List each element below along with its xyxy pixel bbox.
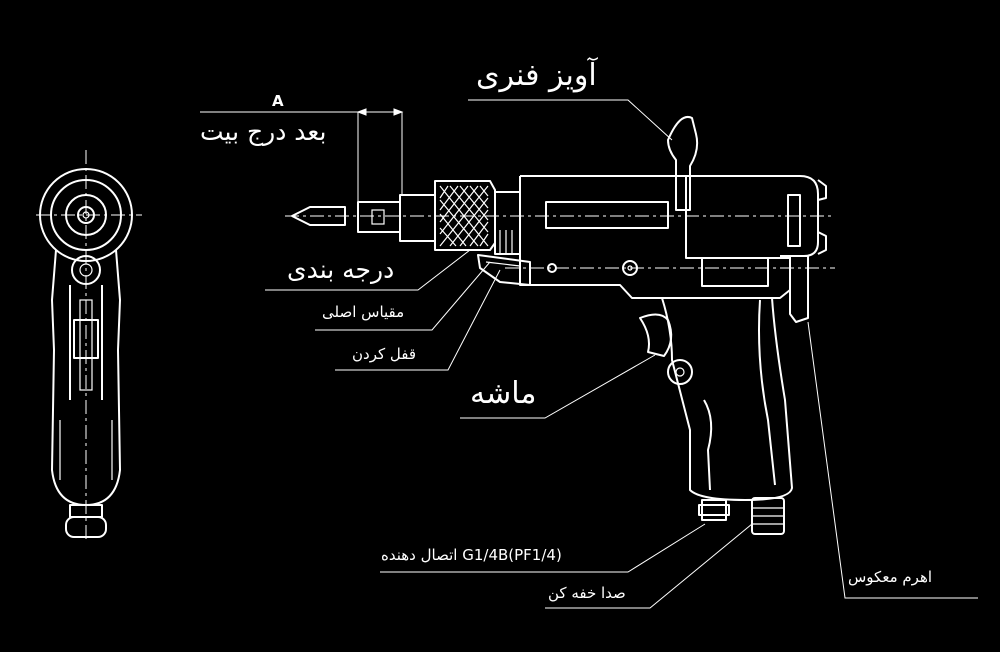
front-view: [36, 150, 142, 540]
air-connection-label: G1/4B(PF1/4) اتصال دهنده: [381, 546, 562, 564]
after-bit-insert-label: بعد درج بیت: [200, 117, 327, 146]
dimension-a-label: A: [272, 92, 284, 110]
leader-lines: [265, 99, 978, 609]
locking-label: قفل کردن: [352, 345, 416, 363]
main-scale-label: مقیاس اصلی: [322, 303, 405, 321]
dimension-a: [200, 108, 404, 202]
spring-hanger-label: آویز فنری: [476, 58, 597, 93]
reverse-lever-label: اهرم معکوس: [848, 568, 933, 586]
graduation-label: درجه بندی: [287, 255, 395, 284]
muffler-label: صدا خفه کن: [548, 584, 626, 602]
side-view: [285, 116, 835, 535]
trigger-label: ماشه: [470, 376, 537, 411]
